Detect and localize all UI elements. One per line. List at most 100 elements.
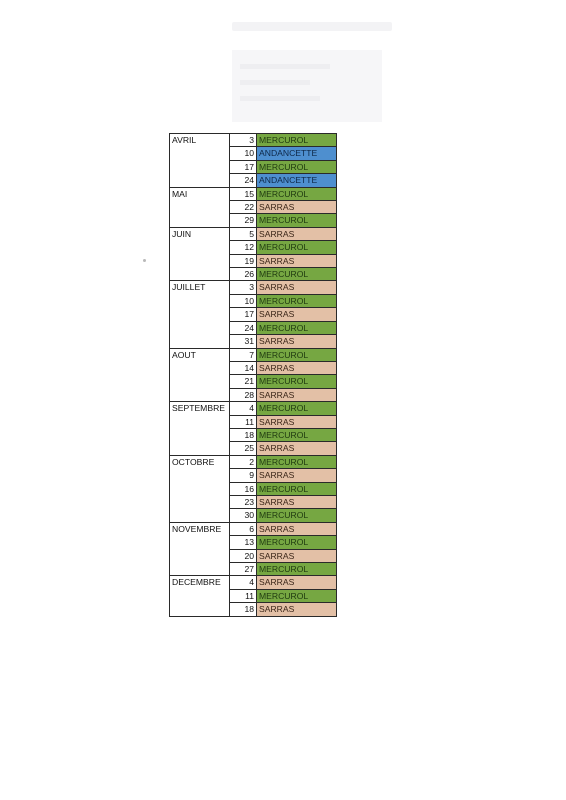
place-cell: SARRAS [256,494,337,510]
day-cell: 4 [229,401,257,416]
place-cell: MERCUROL [256,320,337,336]
month-cell: JUILLET [169,280,230,349]
place-cell: MERCUROL [256,347,337,362]
place-cell: SARRAS [256,200,337,215]
day-cell: 18 [229,602,257,617]
day-cell: 9 [229,468,257,483]
day-cell: 26 [229,267,257,282]
day-cell: 21 [229,374,257,389]
place-cell: SARRAS [256,575,337,590]
day-cell: 6 [229,521,257,537]
day-cell: 17 [229,159,257,175]
day-cell: 11 [229,588,257,604]
faded-bleed-line [240,96,320,101]
place-cell: SARRAS [256,226,337,242]
month-cell: NOVEMBRE [169,521,230,577]
day-cell: 29 [229,213,257,228]
day-cell: 2 [229,454,257,470]
place-cell: SARRAS [256,602,337,617]
place-cell: MERCUROL [256,535,337,550]
day-cell: 24 [229,173,257,188]
place-cell: MERCUROL [256,159,337,175]
day-cell: 12 [229,240,257,255]
place-cell: MERCUROL [256,588,337,604]
day-cell: 31 [229,334,257,349]
scan-speck [143,259,146,262]
place-cell: SARRAS [256,387,337,403]
place-cell: MERCUROL [256,132,337,148]
day-cell: 11 [229,414,257,429]
month-cell: DECEMBRE [169,575,230,617]
faded-header-bleed [232,22,392,31]
day-cell: 25 [229,441,257,456]
place-cell: MERCUROL [256,561,337,577]
day-cell: 7 [229,347,257,362]
month-cell: AOUT [169,347,230,403]
day-cell: 10 [229,293,257,309]
month-cell: OCTOBRE [169,454,230,523]
day-cell: 28 [229,387,257,403]
day-cell: 5 [229,226,257,242]
place-cell: SARRAS [256,360,337,376]
day-cell: 24 [229,320,257,336]
place-cell: SARRAS [256,334,337,349]
day-cell: 15 [229,186,257,202]
place-cell: SARRAS [256,468,337,483]
place-cell: MERCUROL [256,240,337,255]
place-cell: MERCUROL [256,186,337,202]
faded-bleed-line [240,80,310,85]
place-cell: MERCUROL [256,427,337,443]
day-cell: 17 [229,307,257,322]
day-cell: 20 [229,548,257,564]
place-cell: SARRAS [256,414,337,429]
day-cell: 3 [229,132,257,148]
place-cell: SARRAS [256,521,337,537]
day-cell: 27 [229,561,257,577]
place-cell: SARRAS [256,441,337,456]
place-cell: MERCUROL [256,213,337,228]
day-cell: 14 [229,360,257,376]
place-cell: MERCUROL [256,401,337,416]
place-cell: SARRAS [256,307,337,322]
place-cell: MERCUROL [256,293,337,309]
place-cell: SARRAS [256,253,337,269]
place-cell: ANDANCETTE [256,173,337,188]
day-cell: 23 [229,494,257,510]
day-cell: 18 [229,427,257,443]
place-cell: SARRAS [256,280,337,295]
day-cell: 3 [229,280,257,295]
day-cell: 4 [229,575,257,590]
month-cell: AVRIL [169,133,230,188]
day-cell: 16 [229,481,257,496]
place-cell: MERCUROL [256,374,337,389]
place-cell: MERCUROL [256,481,337,496]
day-cell: 10 [229,146,257,161]
